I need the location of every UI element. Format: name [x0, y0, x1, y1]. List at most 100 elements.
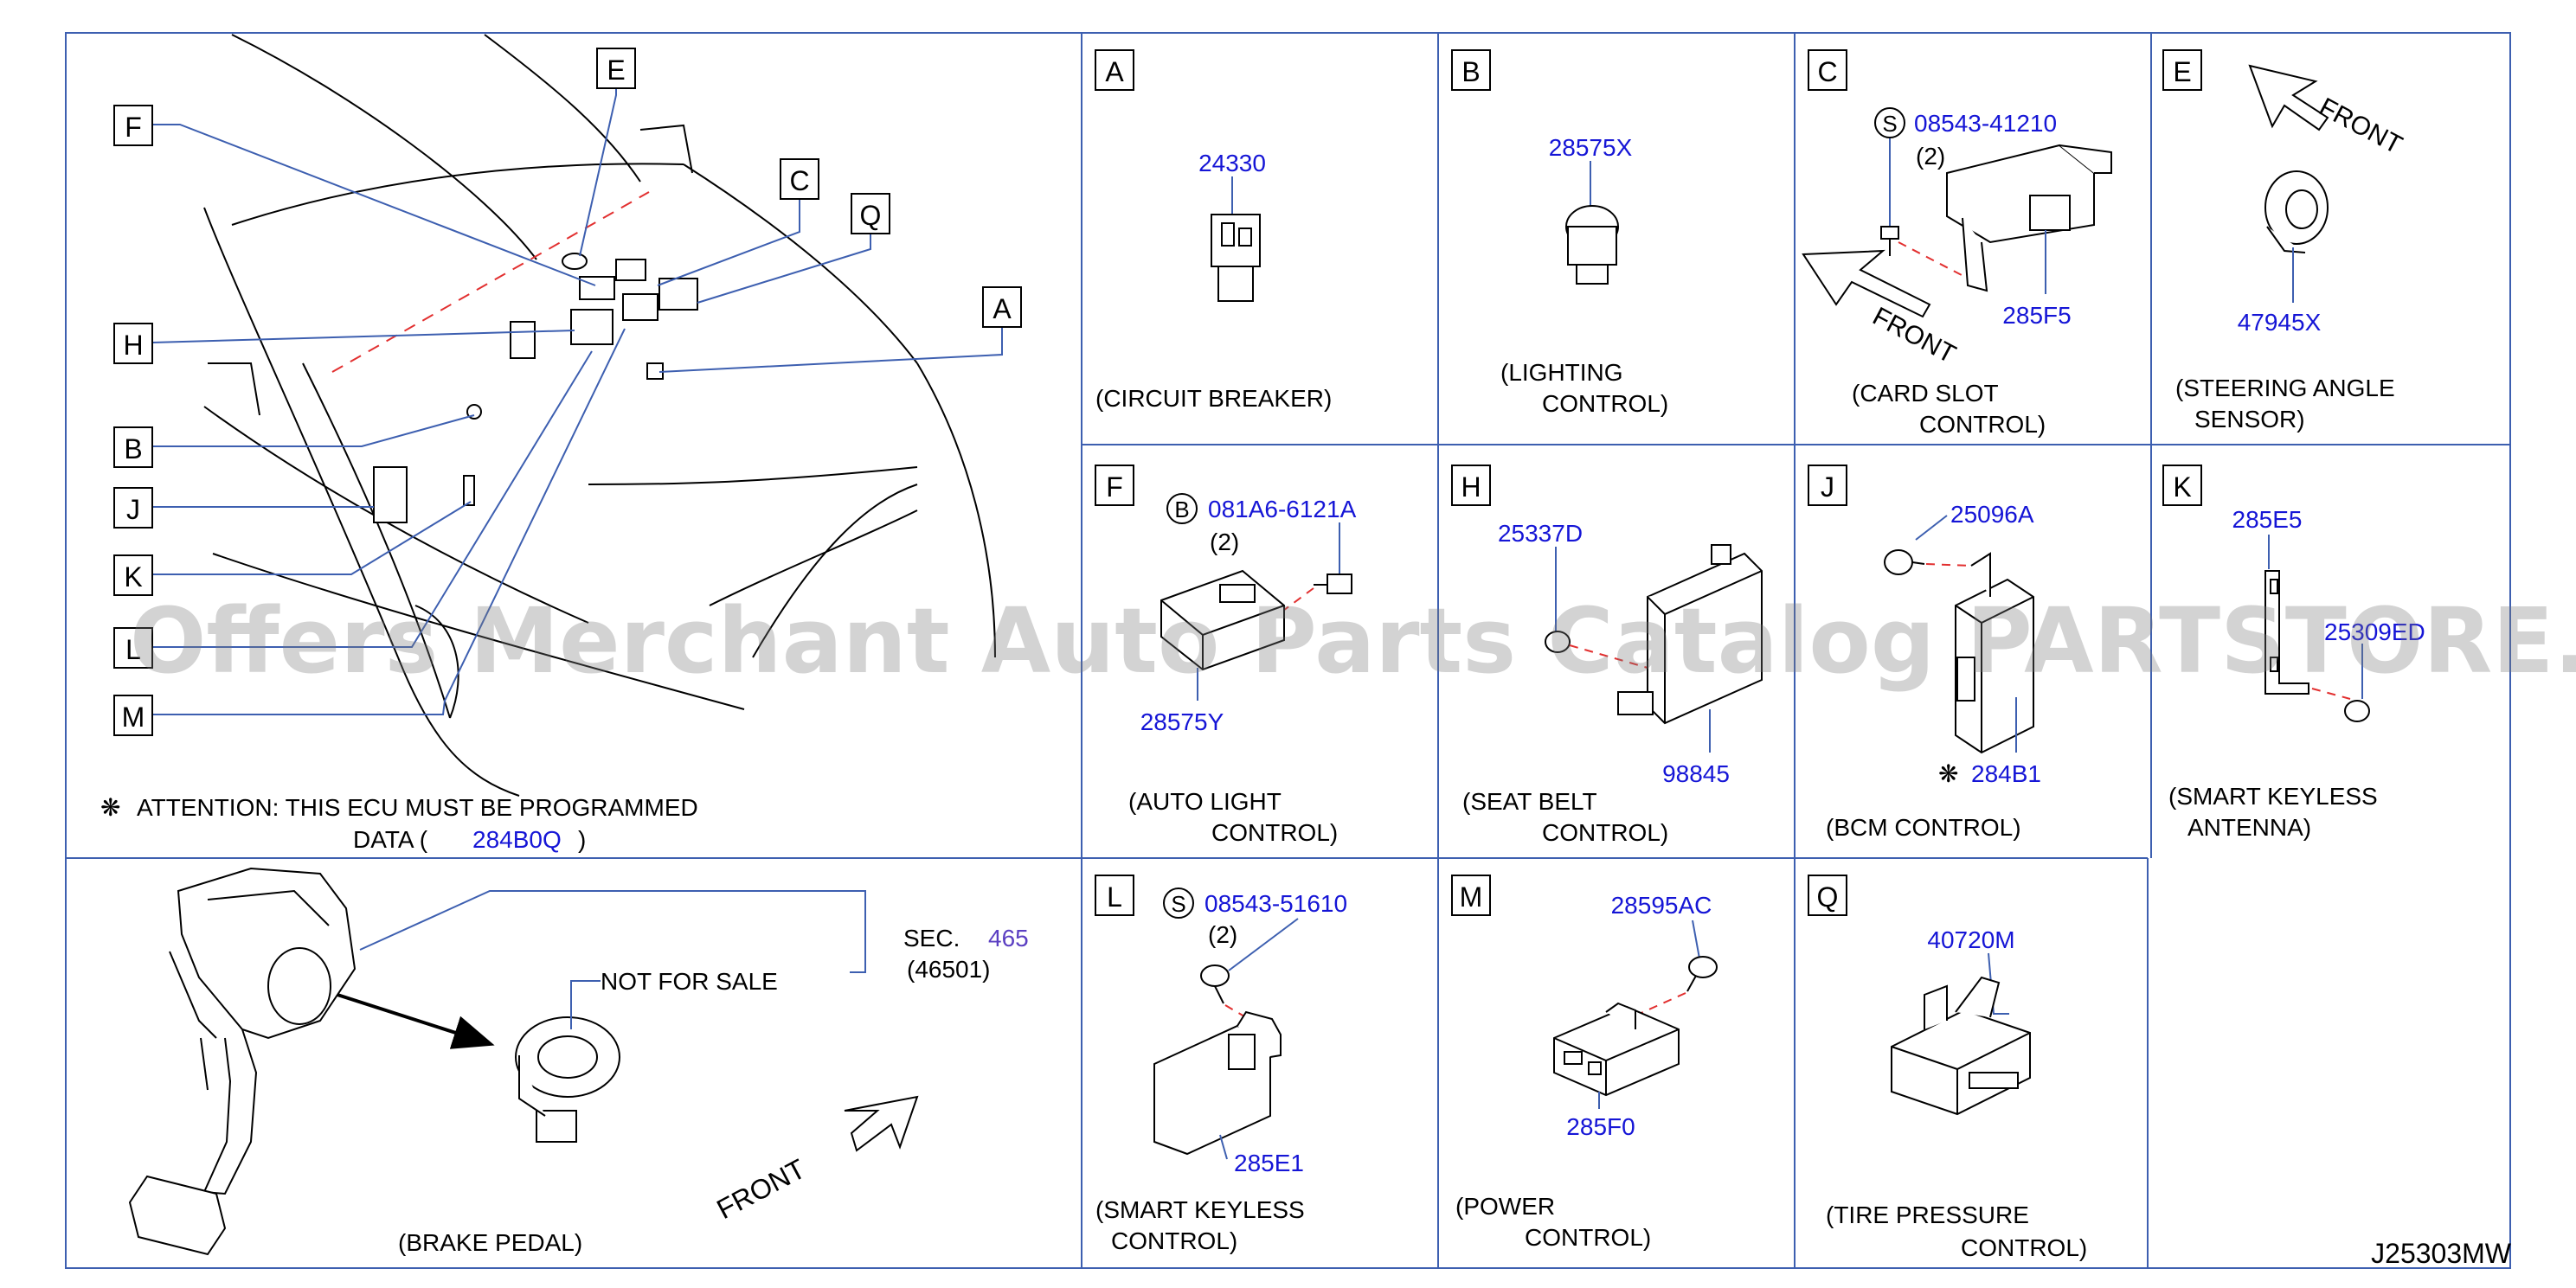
panel-h-caption-2: CONTROL): [1542, 819, 1668, 846]
panel-k-letter: K: [2173, 471, 2191, 503]
brake-front: FRONT: [711, 1153, 810, 1226]
panel-b-part: 28575X: [1549, 134, 1633, 161]
circuit-breaker-part: [1211, 214, 1261, 302]
panel-c-letter: C: [1817, 56, 1837, 87]
panel-e-front: FRONT: [2315, 93, 2407, 160]
panel-b-letter: B: [1461, 56, 1480, 87]
auto-light-control-part: [1160, 569, 1285, 671]
auto-light-screw: [1314, 574, 1352, 594]
bcm-control-part: [1955, 552, 2034, 754]
vehicle-leaders: [151, 83, 1003, 715]
panel-l-part-1: 08543-51610: [1204, 890, 1347, 917]
antenna-clip: [2344, 700, 2370, 722]
not-for-sale-leader: [570, 980, 601, 1029]
attention-data: DATA (: [353, 826, 428, 853]
panel-j-caption: (BCM CONTROL): [1826, 814, 2021, 841]
attention-close: ): [578, 826, 586, 853]
tire-pressure-control-part: [1891, 976, 2031, 1116]
letter-e: E: [607, 54, 625, 86]
attention-part-number: 284B0Q: [472, 826, 562, 853]
panel-e-letter: E: [2173, 56, 2191, 87]
panel-j: J 25096A ❋ 284B1 (BCM CONTROL): [1808, 465, 2041, 841]
panel-h-part-1: 25337D: [1498, 520, 1583, 547]
card-slot-control-part: [1946, 144, 2112, 292]
panel-c-caption-1: (CARD SLOT: [1852, 380, 1999, 407]
panel-b-caption-2: CONTROL): [1542, 390, 1668, 417]
panel-f-part-1: 081A6-6121A: [1208, 496, 1357, 522]
panel-l-caption-2: CONTROL): [1111, 1227, 1237, 1254]
panel-l-caption-1: (SMART KEYLESS: [1095, 1196, 1305, 1223]
smart-keyless-antenna-part: [2264, 570, 2309, 695]
smart-keyless-control-part: [1153, 1010, 1282, 1156]
panel-m-part-1: 28595AC: [1611, 892, 1712, 919]
lighting-control-part: [1565, 205, 1619, 285]
panel-f-letter: F: [1106, 471, 1123, 503]
panel-e-caption-2: SENSOR): [2194, 406, 2305, 433]
panel-f-part-2: 28575Y: [1140, 708, 1224, 735]
bcm-screw: [1884, 549, 1925, 575]
panel-c-caption-2: CONTROL): [1919, 411, 2046, 438]
vehicle-overview: [203, 34, 996, 797]
panel-m-caption-2: CONTROL): [1525, 1224, 1651, 1251]
panel-h-letter: H: [1461, 471, 1481, 503]
letter-b: B: [124, 433, 142, 465]
panel-f-qty: (2): [1210, 529, 1239, 555]
panel-c: C S 08543-41210 (2) 285F5 FRONT (CARD SL…: [1802, 49, 2112, 438]
letter-a: A: [992, 293, 1012, 324]
letter-h: H: [123, 330, 143, 361]
panel-h: H 25337D 98845 (SEAT BELT CONTROL): [1451, 465, 1763, 846]
panel-q-caption-2: CONTROL): [1961, 1234, 2087, 1261]
seat-belt-clip: [1545, 631, 1571, 653]
panel-b-caption-1: (LIGHTING: [1500, 359, 1623, 386]
panel-j-part-2: 284B1: [1971, 760, 2041, 787]
letter-c: C: [789, 165, 809, 196]
steering-angle-sensor-part: [2264, 170, 2329, 253]
power-control-screw: [1686, 956, 1718, 992]
brake-pedal-sensor: [515, 1016, 620, 1143]
diagram-code: J25303MW: [2371, 1238, 2512, 1269]
attention-symbol: ❋: [100, 794, 120, 821]
panel-grid: [65, 32, 2511, 1269]
panel-b: B 28575X (LIGHTING CONTROL): [1451, 49, 1668, 417]
panel-brake-pedal: SEC. 465 (46501) NOT FOR SALE FRONT (BRA…: [128, 867, 1029, 1256]
letter-q: Q: [860, 200, 882, 231]
vehicle-letter-boxes: [113, 48, 1022, 736]
letter-f: F: [125, 112, 142, 143]
panel-c-part-1: 08543-41210: [1914, 110, 2057, 137]
panel-j-part-1: 25096A: [1950, 501, 2034, 528]
letter-m: M: [122, 702, 145, 733]
seat-belt-control-part: [1617, 544, 1763, 725]
letter-k: K: [124, 561, 142, 593]
panel-k-caption-2: ANTENNA): [2187, 814, 2311, 841]
panel-k-part-1: 285E5: [2232, 506, 2303, 533]
brake-pedal-assembly: [128, 867, 357, 1256]
panel-e-caption-1: (STEERING ANGLE: [2175, 375, 2395, 401]
panel-h-caption-1: (SEAT BELT: [1462, 788, 1597, 815]
panel-l-qty: (2): [1208, 921, 1237, 948]
panel-c-qty: (2): [1916, 143, 1945, 170]
smart-keyless-screw: [1200, 964, 1230, 1004]
panel-a-part: 24330: [1198, 150, 1266, 176]
attention-note: ❋ ATTENTION: THIS ECU MUST BE PROGRAMMED…: [100, 794, 698, 853]
front-arrow-icon: [844, 1095, 919, 1152]
sec-label: SEC.: [903, 925, 960, 952]
attention-symbol: ❋: [1938, 760, 1958, 787]
power-control-part: [1553, 1002, 1680, 1097]
panel-m-caption-1: (POWER: [1455, 1193, 1555, 1220]
sec-leader: [359, 890, 866, 973]
panel-a: A 24330 (CIRCUIT BREAKER): [1095, 49, 1332, 412]
panel-k-part-2: 25309ED: [2324, 618, 2425, 645]
letter-l: L: [125, 634, 141, 665]
panel-m: M 28595AC 285F0 (POWER CONTROL): [1451, 875, 1718, 1251]
panel-q-part: 40720M: [1927, 926, 2014, 953]
letter-j: J: [126, 494, 140, 525]
brake-caption: (BRAKE PEDAL): [398, 1229, 582, 1256]
brake-arrow: [337, 993, 495, 1049]
panel-l-part-2: 285E1: [1234, 1150, 1304, 1176]
panel-e: E FRONT 47945X (STEERING ANGLE SENSOR): [2162, 49, 2407, 433]
panel-f-badge: B: [1174, 497, 1189, 522]
panel-q: Q 40720M (TIRE PRESSURE CONTROL): [1808, 875, 2087, 1261]
front-arrow-icon: [2248, 64, 2329, 131]
